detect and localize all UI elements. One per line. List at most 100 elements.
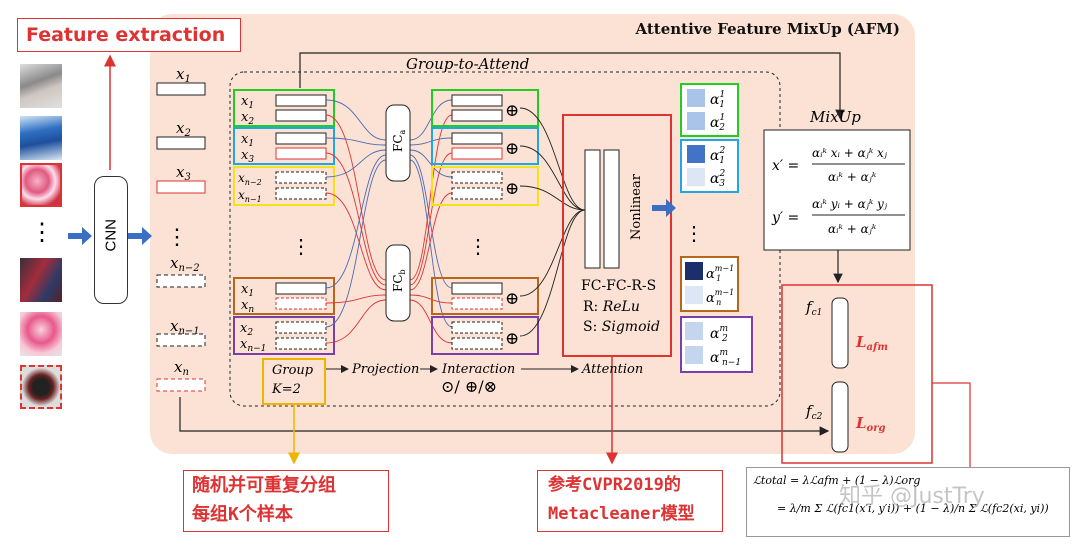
interaction-box-purple (431, 316, 539, 355)
blue-arrow-2 (128, 227, 152, 245)
feature-box (156, 180, 206, 194)
loss-line1: ℒtotal = λℒafm + (1 − λ)ℒorg (753, 474, 921, 487)
feature-dots: ⋮ (166, 225, 188, 250)
input-image-1 (20, 64, 62, 108)
group-index: x2 (241, 110, 254, 127)
group-feature (275, 171, 327, 184)
mixup-x-lhs: x′ = (772, 158, 799, 174)
group-feature (275, 147, 327, 160)
group-index: x1 (241, 282, 254, 299)
stage-projection: Projection (351, 362, 419, 377)
blue-arrow-1 (68, 227, 92, 245)
nonlinear-bar-2 (603, 149, 620, 269)
sigmoid-label: S: Sigmoid (583, 319, 660, 335)
interaction-box-yellow (431, 166, 539, 206)
feature-label: xn (174, 358, 189, 378)
feature-label: x2 (176, 119, 191, 139)
loss-line2: = λ/m Σ ℒ(fc1(x′i, y′i)) + (1 − λ)/n Σ ℒ… (777, 502, 1049, 515)
watermark: 知乎 @JustTry (839, 484, 985, 509)
group-feature (275, 94, 327, 107)
mixup-y-den: αᵢᵏ + αⱼᵏ (828, 222, 877, 236)
plus-op: ⊕ (505, 329, 519, 349)
group-index: xn−2 (238, 171, 262, 187)
fc-b-box (385, 244, 411, 322)
cnn-block: CNN (94, 176, 128, 304)
stage-ops: ⊙/ ⊕/⊗ (441, 377, 497, 396)
mixup-x-den: αᵢᵏ + αⱼᵏ (828, 170, 877, 184)
org-input-arrow (179, 397, 830, 436)
mixup-box (763, 129, 911, 251)
attention-lines (519, 107, 586, 337)
blue-arrow-3 (652, 199, 676, 217)
input-image-6 (20, 365, 62, 409)
feature-label: x3 (176, 163, 191, 183)
feature-label: xn−2 (170, 254, 200, 274)
group-box-green (233, 89, 335, 127)
feature-box (156, 82, 206, 96)
fc2-label: fc2 (805, 402, 823, 422)
input-image-2 (20, 116, 62, 160)
nonlinear-label: Nonlinear (629, 173, 644, 240)
feature-box (156, 333, 206, 347)
mixup-x-num: αᵢᵏ xᵢ + αⱼᵏ xⱼ (812, 146, 888, 160)
feature-box (156, 136, 206, 150)
group-dots: ⋮ (291, 234, 311, 258)
group-index: x3 (241, 148, 254, 165)
mixup-y-lhs: y′ = (771, 210, 799, 226)
group-index: xn−1 (238, 188, 262, 204)
interaction-box-green (431, 89, 539, 127)
feature-list: x1 x2 x3 ⋮ xn−2 xn−1 xn (156, 65, 206, 392)
group-feature (275, 187, 327, 200)
group-feature (275, 109, 327, 122)
l-org-label: Lorg (855, 414, 885, 434)
plus-op: ⊕ (505, 289, 519, 309)
fc-b-label: FCb (391, 269, 407, 292)
mixup-label: MixUp (809, 108, 861, 126)
input-image-4 (20, 258, 62, 302)
group-boxes: x1 x2 x1 x3 xn−2 xn−1 ⋮ x1 xn x2 xn−1 (233, 89, 335, 355)
feature-box (156, 378, 206, 392)
fc-a-box (385, 104, 411, 182)
interaction-dots: ⋮ (468, 234, 488, 258)
plus-op: ⊕ (505, 101, 519, 121)
group-box-blue (233, 127, 335, 165)
group-note-line2: 每组K个样本 (192, 504, 293, 525)
plus-op: ⊕ (505, 139, 519, 159)
stage-attention: Attention (581, 362, 643, 377)
group-box-yellow (233, 166, 335, 206)
fc1-block (831, 297, 849, 369)
stage-interaction: Interaction (441, 362, 515, 377)
loss-heads-box (781, 284, 933, 464)
nonlinear-bar-1 (584, 149, 601, 269)
group-index: xn (241, 298, 254, 315)
group-note: 随机并可重复分组 每组K个样本 (183, 470, 389, 532)
fc-chain-label: FC-FC-R-S (581, 278, 656, 294)
stage-k: K=2 (271, 382, 301, 397)
total-loss-box: ℒtotal = λℒafm + (1 − λ)ℒorg = λ/m Σ ℒ(f… (746, 467, 1070, 537)
fc-a-label: FCa (391, 129, 407, 152)
metacleaner-note-line2: Metacleaner模型 (548, 504, 695, 524)
feature-box (156, 274, 206, 288)
loss-arrow (932, 382, 975, 478)
interaction-box-brown (431, 277, 539, 315)
fc1-label: fc1 (805, 298, 822, 318)
metacleaner-note-line1: 参考CVPR2019的 (548, 475, 681, 495)
relu-label: R: ReLu (583, 299, 640, 315)
mixup-input-arrow (299, 52, 845, 120)
feature-label: xn−1 (170, 317, 200, 337)
feature-label: x1 (176, 65, 191, 85)
group-to-attend-label: Group-to-Attend (406, 55, 529, 73)
input-image-3 (20, 163, 62, 207)
group-feature (275, 321, 327, 334)
group-feature (275, 297, 327, 310)
group-box-brown (233, 277, 335, 315)
group-feature (275, 337, 327, 350)
